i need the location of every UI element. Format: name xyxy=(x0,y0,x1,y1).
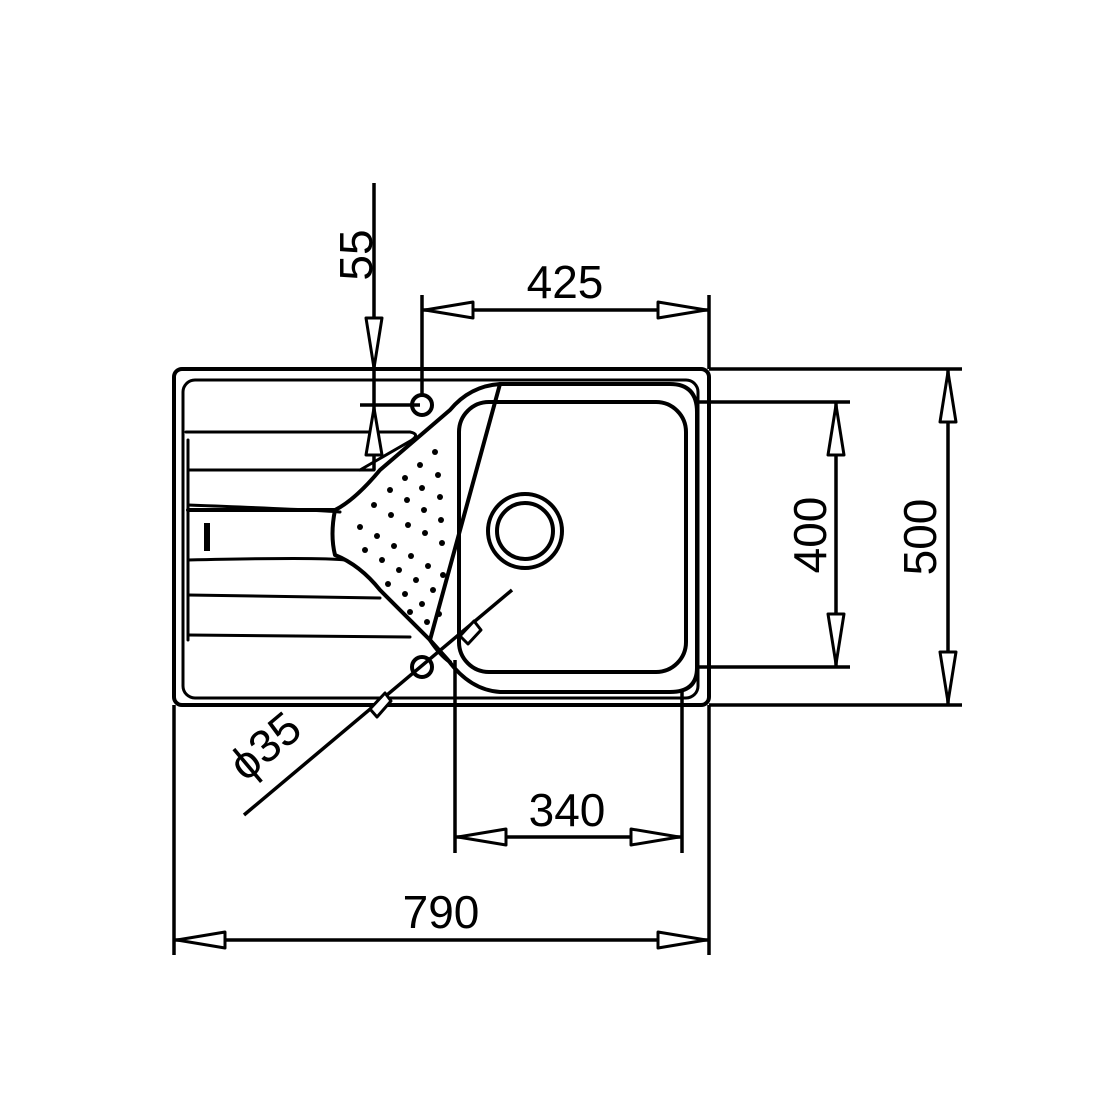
dimension-340-label: 340 xyxy=(529,784,606,836)
tap-hole-bottom xyxy=(410,655,434,679)
dimension-400: 400 xyxy=(697,400,850,669)
drainer-plate-edge xyxy=(186,382,502,664)
dimension-425: 425 xyxy=(420,256,711,395)
dimension-55-label: 55 xyxy=(330,229,382,280)
dimension-500-label: 500 xyxy=(894,499,946,576)
bowl-basin xyxy=(457,400,688,674)
dimension-340: 340 xyxy=(453,660,684,853)
drain-outer-ring xyxy=(486,492,564,570)
dimension-500: 500 xyxy=(709,367,962,707)
dimension-diameter-35: ϕ35 xyxy=(219,588,514,817)
drain-inner-ring xyxy=(495,501,555,561)
bowl-outer-edge xyxy=(428,382,699,694)
drainer-perforations xyxy=(357,449,446,625)
dimension-diameter-35-label: ϕ35 xyxy=(219,701,311,790)
sink-outer-rim xyxy=(172,367,711,707)
dimension-790: 790 xyxy=(172,705,711,955)
dimension-425-label: 425 xyxy=(527,256,604,308)
dimension-55: 55 xyxy=(330,183,420,470)
drainboard-ribs xyxy=(184,430,417,642)
dimension-400-label: 400 xyxy=(784,497,836,574)
dimension-790-label: 790 xyxy=(403,886,480,938)
overflow-slot xyxy=(204,523,210,551)
